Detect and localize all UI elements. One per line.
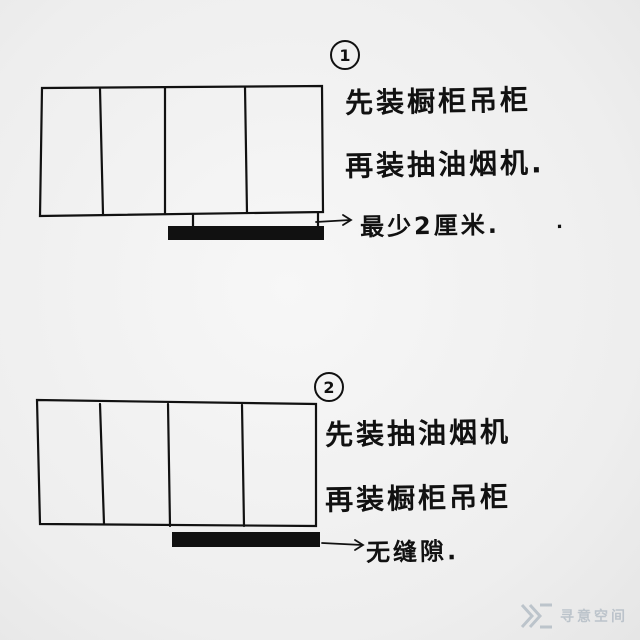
step-2-arrow-note: 无缝隙.	[365, 537, 460, 567]
step-1-stray-mark: .	[555, 211, 567, 234]
diagram-1-cabinets	[38, 84, 325, 228]
diagram-1-range-hood	[168, 226, 324, 240]
diagram-1-arrow	[315, 214, 353, 226]
ym-logo-icon	[520, 603, 552, 629]
watermark-text: 寻意空间	[560, 609, 628, 625]
step-1-line-1: 先装橱柜吊柜	[344, 83, 532, 120]
diagram-2-range-hood	[172, 532, 320, 547]
step-1-number: 1	[330, 40, 360, 70]
watermark: 寻意空间	[520, 602, 628, 630]
diagram-2-cabinets	[35, 398, 318, 528]
step-1-line-2: 再装抽油烟机.	[344, 146, 545, 183]
step-1-arrow-note: 最少2厘米.	[359, 210, 501, 242]
step-2-number: 2	[314, 372, 344, 402]
step-2-line-1: 先装抽油烟机	[324, 415, 512, 452]
diagram-2-arrow	[321, 539, 365, 551]
step-2-line-2: 再装橱柜吊柜	[324, 480, 512, 517]
